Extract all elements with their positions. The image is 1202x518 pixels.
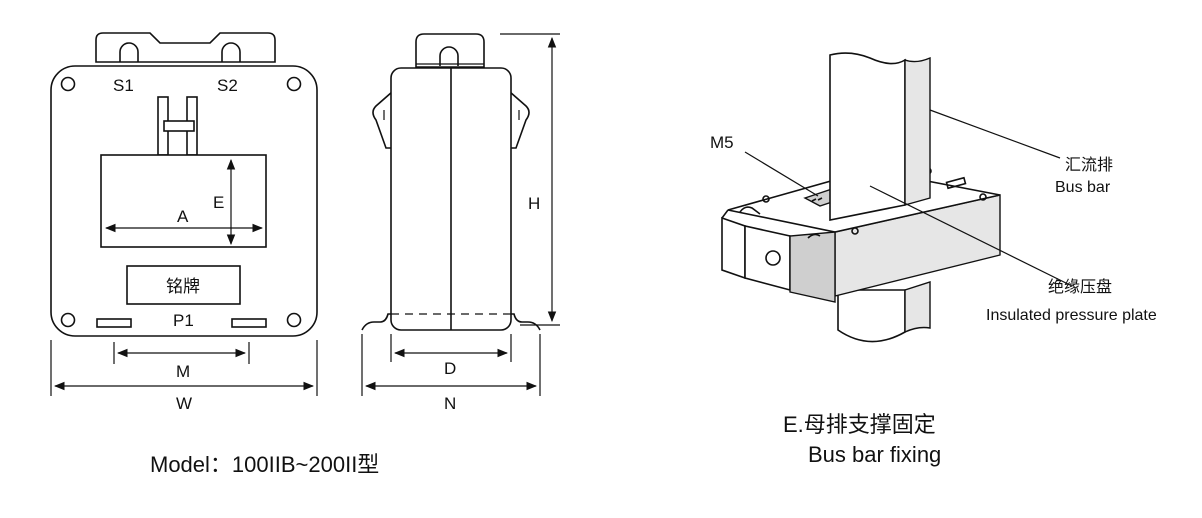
dimension-n-label: N <box>444 394 456 413</box>
block-hole-icon <box>765 250 781 266</box>
busbar-lower <box>837 289 906 343</box>
terminal-p1-label: P1 <box>173 311 194 330</box>
plate-label-en: Insulated pressure plate <box>986 307 1157 324</box>
side-ear-left <box>372 90 393 149</box>
fixing-caption-cn: E.母排支撑固定 <box>783 412 936 437</box>
leader-m5 <box>744 151 819 197</box>
terminal-hole-right <box>221 42 241 62</box>
dimension-h-label: H <box>528 194 540 213</box>
front-view: S1 S2 A E 铭牌 P1 M W <box>50 32 318 413</box>
dimension-w-label: W <box>176 394 192 413</box>
fixing-view: M5 汇流排 Bus bar 绝缘压盘 Insulated pressure p… <box>710 52 1157 467</box>
plate-label-cn: 绝缘压盘 <box>1048 277 1112 296</box>
terminal-s2-label: S2 <box>217 76 238 95</box>
busbar-label-en: Bus bar <box>1055 179 1111 196</box>
dimension-e-label: E <box>213 193 224 212</box>
leader-busbar <box>929 109 1061 159</box>
busbar-upper <box>829 52 906 221</box>
terminal-hole-left <box>119 42 139 62</box>
busbar-window <box>100 154 267 248</box>
screw-m5-label: M5 <box>710 133 734 152</box>
fixing-caption-en: Bus bar fixing <box>808 442 941 467</box>
slot-left <box>96 318 132 328</box>
mount-hole-icon <box>60 312 76 328</box>
mount-hole-icon <box>60 76 76 92</box>
dimension-m-label: M <box>176 362 190 381</box>
dimension-d-label: D <box>444 359 456 378</box>
mount-hole-icon <box>286 312 302 328</box>
dimension-a-label: A <box>177 207 189 226</box>
mount-hole-icon <box>286 76 302 92</box>
side-terminal <box>415 33 485 68</box>
busbar-label-cn: 汇流排 <box>1065 156 1113 174</box>
terminal-s1-label: S1 <box>113 76 134 95</box>
slot-right <box>231 318 267 328</box>
leader-plate <box>869 185 1073 287</box>
model-caption: Model：100IIB~200II型 <box>150 452 379 477</box>
nameplate-box <box>126 265 241 305</box>
side-view: H D N <box>361 33 560 413</box>
terminal-tab <box>95 32 276 63</box>
block-left-face <box>744 225 791 292</box>
nameplate-label: 铭牌 <box>166 277 200 296</box>
